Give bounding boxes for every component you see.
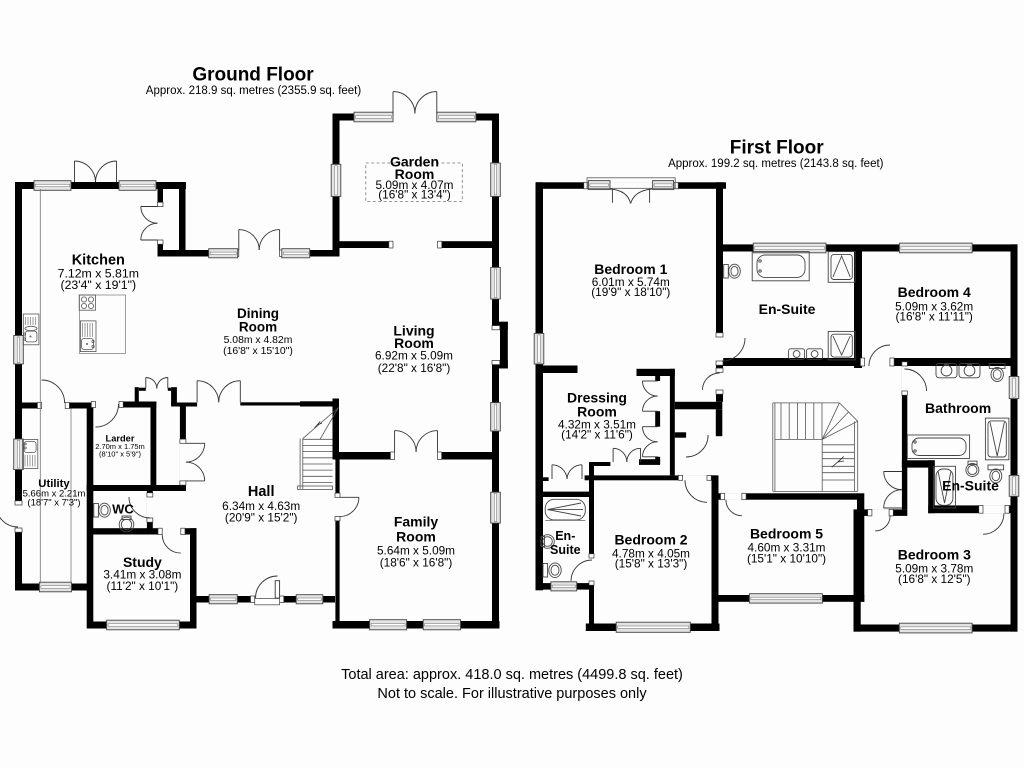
svg-text:Not to scale. For illustrative: Not to scale. For illustrative purposes …: [377, 686, 647, 702]
svg-text:Room: Room: [394, 335, 434, 351]
svg-text:Garden: Garden: [390, 154, 439, 170]
svg-text:Larder: Larder: [106, 433, 135, 443]
svg-text:(16'8" x 12'5"): (16'8" x 12'5"): [898, 572, 971, 586]
svg-text:5.64m x 5.09m: 5.64m x 5.09m: [377, 544, 455, 558]
svg-text:En-: En-: [555, 529, 575, 543]
svg-text:(14'2" x 11'6"): (14'2" x 11'6"): [561, 428, 633, 442]
svg-text:Room: Room: [577, 404, 617, 420]
svg-text:Room: Room: [396, 529, 436, 545]
svg-text:WC: WC: [112, 502, 134, 517]
svg-text:En-Suite: En-Suite: [759, 301, 816, 317]
svg-text:4.78m x 4.05m: 4.78m x 4.05m: [612, 546, 690, 560]
svg-text:Suite: Suite: [550, 543, 581, 557]
svg-text:4.60m x 3.31m: 4.60m x 3.31m: [747, 541, 825, 555]
svg-text:(20'9" x 15'2"): (20'9" x 15'2"): [225, 511, 298, 525]
svg-text:(16'8" x 11'11"): (16'8" x 11'11"): [896, 309, 973, 323]
svg-text:Ground Floor: Ground Floor: [192, 65, 314, 86]
svg-text:(22'8" x 16'8"): (22'8" x 16'8"): [378, 361, 451, 375]
svg-text:(16'8" x 13'4"): (16'8" x 13'4"): [378, 188, 451, 202]
svg-text:Living: Living: [393, 323, 434, 339]
svg-text:Total area: approx. 418.0 sq.: Total area: approx. 418.0 sq. metres (44…: [341, 667, 683, 683]
svg-text:Bedroom 5: Bedroom 5: [750, 526, 823, 542]
svg-text:6.01m x 5.74m: 6.01m x 5.74m: [592, 275, 670, 289]
svg-text:(23'4" x 19'1"): (23'4" x 19'1"): [60, 278, 136, 292]
svg-text:Study: Study: [123, 554, 162, 570]
svg-text:Approx. 218.9 sq. metres (2355: Approx. 218.9 sq. metres (2355.9 sq. fee…: [146, 85, 362, 97]
svg-text:7.12m x 5.81m: 7.12m x 5.81m: [58, 266, 139, 280]
svg-text:5.08m x 4.82m: 5.08m x 4.82m: [224, 335, 293, 346]
svg-text:(15'1" x 10'10"): (15'1" x 10'10"): [747, 552, 826, 566]
svg-text:5.09m x 3.78m: 5.09m x 3.78m: [895, 562, 973, 576]
svg-text:Room: Room: [239, 319, 277, 334]
svg-text:5.09m x 4.07m: 5.09m x 4.07m: [375, 178, 453, 192]
svg-text:Family: Family: [394, 514, 439, 530]
svg-text:Approx. 199.2 sq. metres (2143: Approx. 199.2 sq. metres (2143.8 sq. fee…: [668, 158, 884, 170]
svg-text:(19'9" x 18'10"): (19'9" x 18'10"): [591, 285, 670, 299]
svg-text:(16'8" x 15'10"): (16'8" x 15'10"): [223, 346, 293, 357]
svg-text:En-Suite: En-Suite: [942, 477, 999, 493]
svg-text:Bedroom 3: Bedroom 3: [898, 547, 971, 563]
svg-text:First Floor: First Floor: [730, 138, 825, 159]
svg-text:Bedroom 4: Bedroom 4: [898, 284, 971, 300]
svg-text:Bedroom 2: Bedroom 2: [614, 532, 687, 548]
svg-text:Hall: Hall: [248, 484, 275, 500]
svg-text:(18'6" x 16'8"): (18'6" x 16'8"): [380, 556, 453, 570]
svg-text:Dressing: Dressing: [567, 390, 627, 406]
svg-text:(8'10" x 5'9"): (8'10" x 5'9"): [99, 449, 141, 458]
svg-text:Bathroom: Bathroom: [925, 400, 991, 416]
svg-text:Bedroom 1: Bedroom 1: [594, 261, 667, 277]
svg-text:6.34m x 4.63m: 6.34m x 4.63m: [222, 499, 300, 513]
svg-text:2.70m x 1.75m: 2.70m x 1.75m: [95, 442, 145, 451]
svg-text:3.41m x 3.08m: 3.41m x 3.08m: [103, 568, 181, 582]
svg-text:(11'2" x 10'1"): (11'2" x 10'1"): [107, 579, 179, 593]
svg-text:Dining: Dining: [237, 306, 279, 321]
svg-text:Room: Room: [395, 166, 435, 182]
svg-text:5.66m x 2.21m: 5.66m x 2.21m: [23, 488, 86, 499]
svg-text:Kitchen: Kitchen: [72, 252, 125, 268]
svg-text:Utility: Utility: [38, 478, 70, 490]
svg-text:4.32m x 3.51m: 4.32m x 3.51m: [558, 418, 636, 432]
svg-text:(15'8" x 13'3"): (15'8" x 13'3"): [615, 556, 688, 570]
svg-text:6.92m x 5.09m: 6.92m x 5.09m: [375, 349, 453, 363]
svg-text:5.09m x 3.62m: 5.09m x 3.62m: [895, 300, 973, 314]
svg-text:(18'7" x 7'3"): (18'7" x 7'3"): [27, 497, 80, 508]
